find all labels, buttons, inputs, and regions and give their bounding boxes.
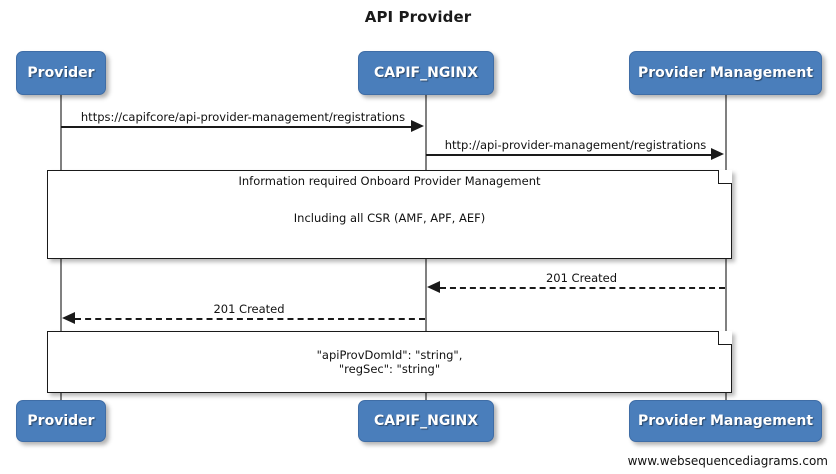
arrow-head-left-icon-m4 [62, 312, 75, 324]
message-label-m3: 201 Created [545, 271, 618, 285]
note-line: Including all CSR (AMF, APF, AEF) [293, 210, 486, 225]
participant-capif-nginx-top[interactable]: CAPIF_NGINX [358, 51, 494, 95]
participant-provider-management-bottom[interactable]: Provider Management [629, 400, 822, 442]
participant-label: Provider [27, 65, 95, 81]
participant-capif-nginx-bottom[interactable]: CAPIF_NGINX [358, 400, 494, 442]
participant-provider-top[interactable]: Provider [16, 51, 106, 95]
message-line-m1 [61, 126, 413, 128]
participant-label: CAPIF_NGINX [373, 413, 479, 429]
participant-label: Provider [27, 413, 95, 429]
note-information-required: Information required Onboard Provider Ma… [47, 170, 732, 259]
participant-label: Provider Management [637, 65, 814, 81]
note-line: "regSec": "string" [338, 362, 441, 376]
message-line-m4 [75, 318, 425, 320]
participant-provider-bottom[interactable]: Provider [16, 400, 106, 442]
arrow-head-right-icon-m2 [711, 148, 724, 160]
arrow-head-right-icon-m1 [411, 120, 424, 132]
message-label-m2: http://api-provider-management/registrat… [444, 138, 707, 152]
note-response-payload: "apiProvDomId": "string", "regSec": "str… [47, 331, 732, 393]
message-line-m3 [440, 287, 725, 289]
participant-label: CAPIF_NGINX [373, 65, 479, 81]
message-label-m4: 201 Created [213, 302, 285, 316]
arrow-head-left-icon-m3 [427, 281, 440, 293]
watermark: www.websequencediagrams.com [627, 454, 828, 468]
page-title: API Provider [364, 8, 472, 26]
message-label-m1: https://capifcore/api-provider-managemen… [80, 110, 406, 124]
participant-label: Provider Management [637, 413, 814, 429]
note-fold-corner-icon [718, 331, 732, 345]
note-line: Information required Onboard Provider Ma… [238, 174, 541, 189]
note-fold-corner-icon [718, 170, 732, 184]
message-line-m2 [426, 154, 713, 156]
note-line: "apiProvDomId": "string", [316, 347, 463, 362]
participant-provider-management-top[interactable]: Provider Management [629, 51, 822, 95]
